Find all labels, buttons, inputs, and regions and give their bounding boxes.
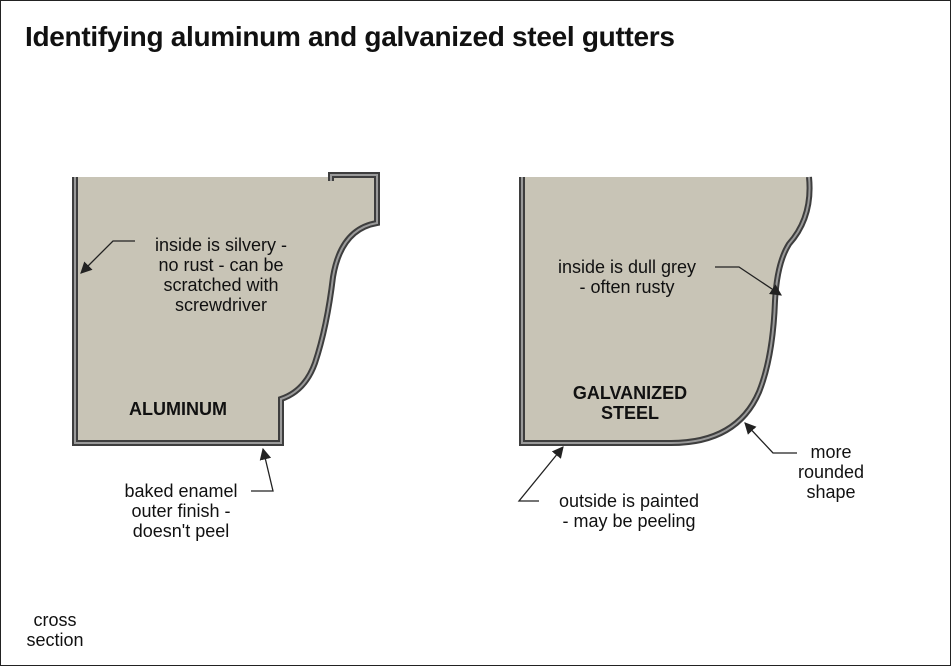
cross-section-note: cross section	[15, 610, 95, 650]
steel-outside-note: outside is painted - may be peeling	[539, 491, 719, 531]
steel-outside-leader	[517, 446, 564, 502]
steel-gutter-fill	[522, 177, 808, 441]
steel-outside-note-line: - may be peeling	[562, 511, 696, 531]
aluminum-inside-note-line: no rust - can be	[158, 255, 284, 275]
steel-inside-note-line: - often rusty	[579, 277, 675, 297]
steel-shape-note-line: shape	[806, 482, 856, 502]
steel-shape-leader	[744, 422, 797, 454]
diagram-title: Identifying aluminum and galvanized stee…	[25, 21, 675, 52]
steel-shape-note-line: rounded	[797, 462, 865, 482]
steel-material-name-line: GALVANIZED	[572, 383, 688, 403]
aluminum-outside-leader	[251, 447, 274, 492]
aluminum-outside-note: baked enamel outer finish - doesn't peel	[101, 481, 261, 541]
aluminum-material-label: ALUMINUM	[111, 399, 245, 419]
steel-material-label: GALVANIZED STEEL	[549, 383, 711, 423]
steel-shape-note-line: more	[810, 442, 852, 462]
aluminum-inside-note-line: scratched with	[163, 275, 279, 295]
aluminum-outside-note-line: doesn't peel	[132, 521, 230, 541]
cross-section-note-line: cross	[33, 610, 77, 630]
steel-material-name-line: STEEL	[600, 403, 659, 423]
steel-inside-note: inside is dull grey - often rusty	[537, 257, 717, 297]
aluminum-gutter-profile	[72, 172, 380, 446]
aluminum-inside-leader	[80, 240, 135, 274]
steel-outside-note-line: outside is painted	[558, 491, 700, 511]
steel-inside-note-line: inside is dull grey	[557, 257, 697, 277]
aluminum-inside-note-line: screwdriver	[174, 295, 267, 315]
aluminum-outside-note-line: outer finish -	[131, 501, 231, 521]
aluminum-outside-note-line: baked enamel	[124, 481, 238, 501]
steel-inside-leader	[715, 266, 782, 296]
leader-lines	[80, 240, 797, 502]
aluminum-inside-note-line: inside is silvery -	[154, 235, 288, 255]
steel-gutter-profile	[519, 176, 813, 446]
aluminum-inside-note: inside is silvery - no rust - can be scr…	[131, 235, 311, 315]
aluminum-gutter-fill	[75, 177, 375, 441]
steel-shape-note: more rounded shape	[779, 442, 883, 502]
aluminum-material-name: ALUMINUM	[129, 399, 227, 419]
cross-section-note-line: section	[26, 630, 84, 650]
